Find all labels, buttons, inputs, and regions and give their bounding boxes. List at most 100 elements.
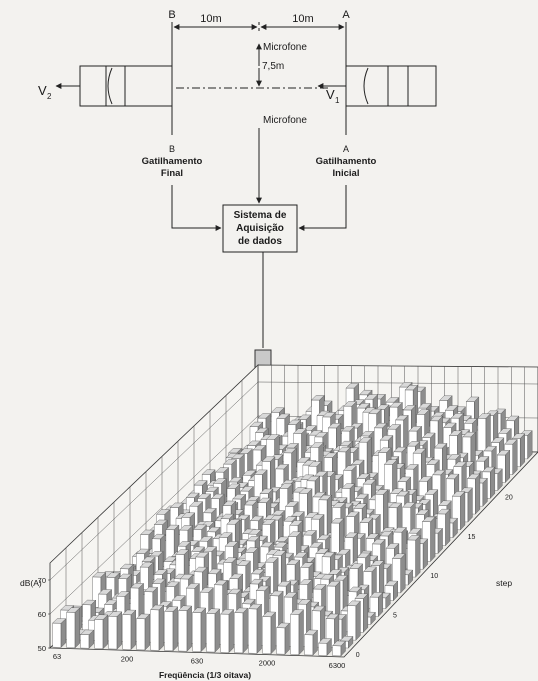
bar-front — [290, 614, 300, 655]
bar-top — [269, 590, 284, 597]
bar-side — [144, 613, 150, 651]
bar-side — [186, 605, 192, 652]
bar-top — [345, 383, 360, 389]
bar-top — [117, 573, 132, 579]
bar-top — [337, 446, 351, 453]
bar-top — [464, 418, 478, 424]
bar-top — [330, 518, 345, 524]
bar-top — [277, 581, 292, 587]
bar-top — [373, 422, 388, 429]
bar-side — [102, 614, 108, 650]
bar-top — [283, 516, 298, 522]
label-mic-distance: 7,5m — [262, 61, 284, 72]
bar-top — [197, 493, 211, 499]
bar-top — [192, 607, 207, 613]
label-mic-bottom: Microfone — [263, 115, 307, 126]
bar-top — [375, 404, 390, 410]
bar-top — [303, 530, 317, 536]
bar-top — [283, 447, 297, 454]
bar-top — [432, 469, 446, 476]
bar-top — [448, 430, 463, 436]
bar-top — [92, 572, 107, 578]
bar-top — [309, 542, 323, 548]
bar-side — [467, 487, 473, 523]
bar-top — [181, 512, 196, 518]
bar-top — [249, 515, 264, 521]
bar-top — [308, 430, 323, 436]
bar-top — [271, 510, 286, 516]
bar-side — [298, 609, 304, 656]
bar-top — [341, 483, 356, 489]
bar-top — [402, 502, 416, 508]
bar-front — [136, 618, 146, 651]
bar-top — [314, 573, 328, 579]
bar-top — [379, 530, 394, 537]
bar-top — [119, 563, 134, 570]
back-wall-level — [257, 381, 538, 385]
bar-front — [276, 627, 286, 655]
z-tick-label: 20 — [505, 494, 513, 501]
bar-top — [451, 491, 466, 497]
bar-top — [106, 572, 121, 578]
bar-top — [322, 412, 336, 418]
label-b-top: B — [168, 9, 175, 21]
bar-top — [303, 425, 317, 431]
bar-top — [207, 568, 222, 575]
bar-top — [311, 395, 325, 401]
bar-top — [465, 396, 480, 402]
bar-top — [447, 454, 461, 460]
bar-top — [60, 605, 75, 611]
bar-top — [404, 385, 419, 391]
bar-side — [355, 600, 361, 641]
bar-top — [171, 595, 186, 601]
bar-top — [175, 549, 190, 555]
bar-top — [227, 588, 242, 595]
bar-top — [244, 547, 259, 553]
label-trigger-final-2: Final — [161, 168, 183, 179]
bar-top — [424, 489, 439, 495]
bar-top — [466, 473, 481, 480]
bar-top — [283, 592, 298, 598]
bar-top — [336, 549, 351, 555]
label-trigger-initial-1: Gatilhamento — [316, 156, 377, 167]
bar-top — [261, 456, 276, 462]
bar-top — [178, 605, 193, 611]
bar-top — [179, 525, 194, 531]
bar-top — [397, 476, 412, 482]
bar-top — [369, 592, 384, 598]
y-tick-label: 70 — [38, 576, 46, 585]
bar-top — [332, 502, 346, 508]
bar-top — [139, 562, 154, 568]
bar-top — [122, 609, 137, 616]
bar-top — [356, 403, 371, 409]
bar-top — [393, 527, 407, 533]
bar-top — [151, 533, 166, 540]
bar-top — [483, 445, 497, 452]
bar-top — [350, 459, 365, 465]
bar-top — [358, 389, 373, 396]
bar-top — [191, 546, 205, 552]
bar-top — [94, 614, 109, 620]
bar-top — [343, 465, 357, 471]
bar-top — [407, 534, 421, 541]
bar-side — [460, 491, 466, 531]
bar-top — [433, 443, 448, 449]
bar-top — [224, 541, 239, 547]
bar-top — [276, 622, 290, 629]
z-tick-label: 5 — [393, 613, 397, 620]
bar-side — [520, 433, 525, 468]
label-acq-1: Sistema de — [234, 210, 287, 221]
bar-side — [60, 618, 67, 648]
bar-top — [302, 460, 317, 466]
bar-top — [199, 587, 214, 593]
bar-top — [274, 542, 288, 548]
bar-top — [151, 578, 166, 584]
bar-top — [355, 493, 369, 499]
bar-top — [496, 450, 511, 456]
bar-top — [445, 473, 460, 480]
bar-top — [298, 579, 313, 585]
bar-top — [165, 524, 180, 530]
bar-top — [439, 395, 453, 401]
bar-top — [450, 413, 465, 419]
bar-top — [345, 511, 360, 517]
